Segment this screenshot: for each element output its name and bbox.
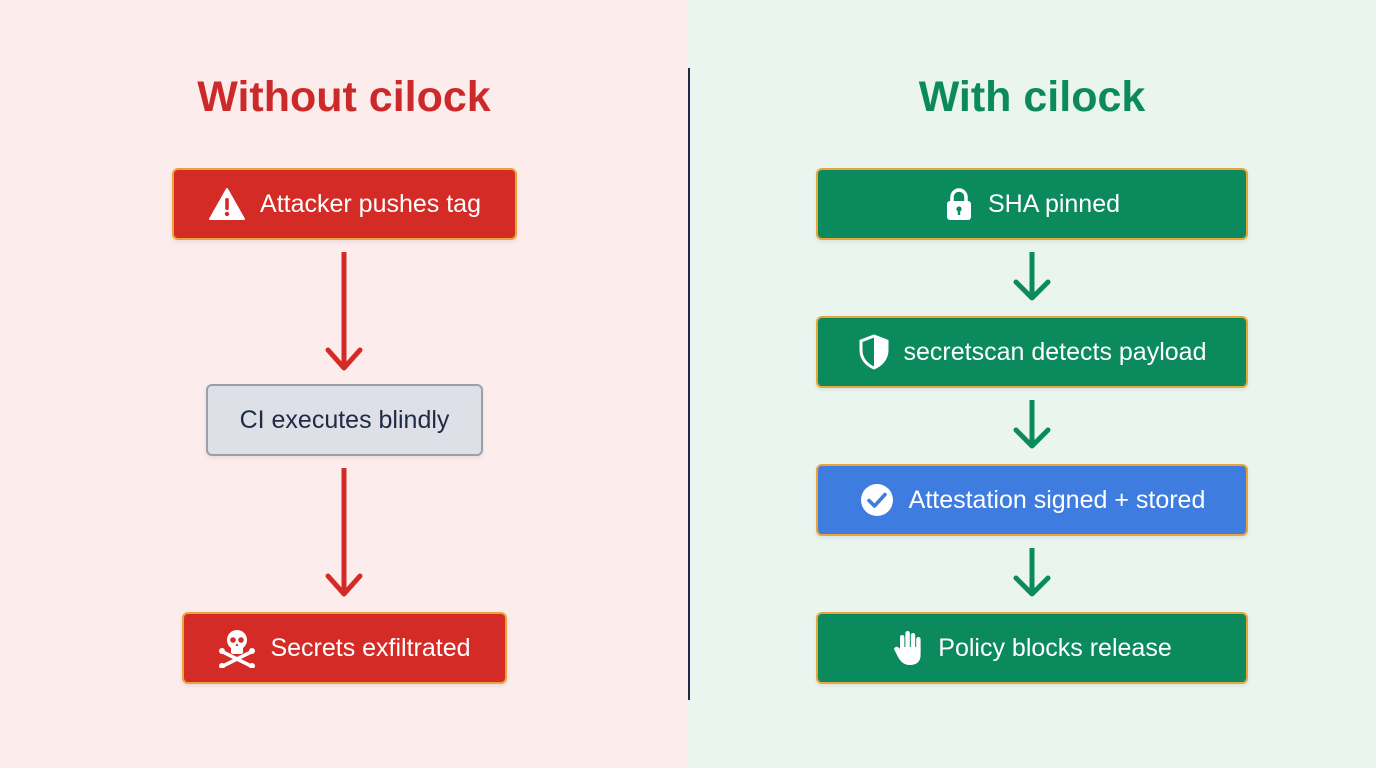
- step-secrets-exfiltrated: Secrets exfiltrated: [182, 612, 507, 684]
- step-label: Attacker pushes tag: [260, 189, 481, 218]
- flow-arrow-right-1: [1013, 252, 1051, 301]
- skull-crossbones-icon: [218, 628, 256, 668]
- step-secretscan-detects-payload: secretscan detects payload: [816, 316, 1248, 388]
- flow-arrow-right-3: [1013, 548, 1051, 597]
- panel-divider: [688, 68, 690, 700]
- step-label: secretscan detects payload: [903, 337, 1207, 366]
- flow-arrow-right-2: [1013, 400, 1051, 449]
- flow-arrow-left-2: [325, 468, 363, 597]
- step-label: Policy blocks release: [938, 633, 1172, 662]
- check-circle-icon: [859, 482, 895, 518]
- right-panel-title: With cilock: [918, 73, 1146, 121]
- step-label: Attestation signed + stored: [908, 485, 1206, 514]
- hand-stop-icon: [892, 629, 924, 667]
- step-ci-executes-blindly: CI executes blindly: [206, 384, 483, 456]
- step-policy-blocks-release: Policy blocks release: [816, 612, 1248, 684]
- warning-icon: [208, 187, 246, 221]
- step-label: Secrets exfiltrated: [270, 633, 471, 662]
- left-panel-title: Without cilock: [197, 73, 491, 121]
- step-sha-pinned: SHA pinned: [816, 168, 1248, 240]
- shield-icon: [858, 334, 890, 370]
- step-label: CI executes blindly: [239, 405, 450, 434]
- step-label: SHA pinned: [987, 189, 1121, 218]
- flow-arrow-left-1: [325, 252, 363, 371]
- step-attacker-pushes-tag: Attacker pushes tag: [172, 168, 517, 240]
- step-attestation-signed-stored: Attestation signed + stored: [816, 464, 1248, 536]
- lock-icon: [944, 187, 974, 221]
